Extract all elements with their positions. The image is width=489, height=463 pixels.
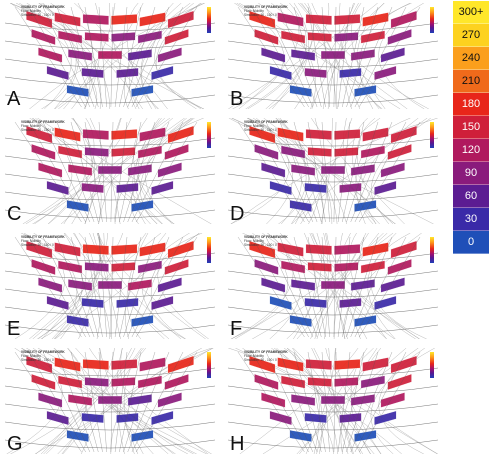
legend-cell: 30 bbox=[453, 208, 489, 231]
legend-cell: 180 bbox=[453, 93, 489, 116]
mini-color-scale bbox=[430, 237, 434, 263]
legend-cell: 90 bbox=[453, 162, 489, 185]
legend-cell: 120 bbox=[453, 139, 489, 162]
panel-scene bbox=[228, 233, 438, 339]
panel-label: F bbox=[230, 318, 243, 339]
mini-color-scale bbox=[430, 7, 434, 33]
legend-cell: 270 bbox=[453, 24, 489, 47]
legend-cell: 60 bbox=[453, 185, 489, 208]
panel-scene bbox=[228, 118, 438, 224]
panel-label: G bbox=[7, 433, 23, 454]
panel-scene bbox=[5, 348, 215, 454]
panel-label: D bbox=[230, 203, 245, 224]
panel-scene bbox=[5, 118, 215, 224]
mini-color-scale bbox=[207, 352, 211, 378]
legend-cell: 210 bbox=[453, 70, 489, 93]
panel-label: E bbox=[7, 318, 21, 339]
legend-cell: 150 bbox=[453, 116, 489, 139]
panel-label: A bbox=[7, 88, 21, 109]
legend-cell: 0 bbox=[453, 231, 489, 254]
panel-label: C bbox=[7, 203, 22, 224]
mini-color-scale bbox=[430, 122, 434, 148]
panel-scene bbox=[5, 233, 215, 339]
panel-label: B bbox=[230, 88, 244, 109]
panel-label: H bbox=[230, 433, 245, 454]
panel-scene bbox=[228, 348, 438, 454]
panel-scene bbox=[228, 3, 438, 109]
mini-color-scale bbox=[430, 352, 434, 378]
legend-cell: 300+ bbox=[453, 1, 489, 24]
mini-color-scale bbox=[207, 7, 211, 33]
panel-scene bbox=[5, 3, 215, 109]
mini-color-scale bbox=[207, 122, 211, 148]
mini-color-scale bbox=[207, 237, 211, 263]
legend-cell: 240 bbox=[453, 47, 489, 70]
